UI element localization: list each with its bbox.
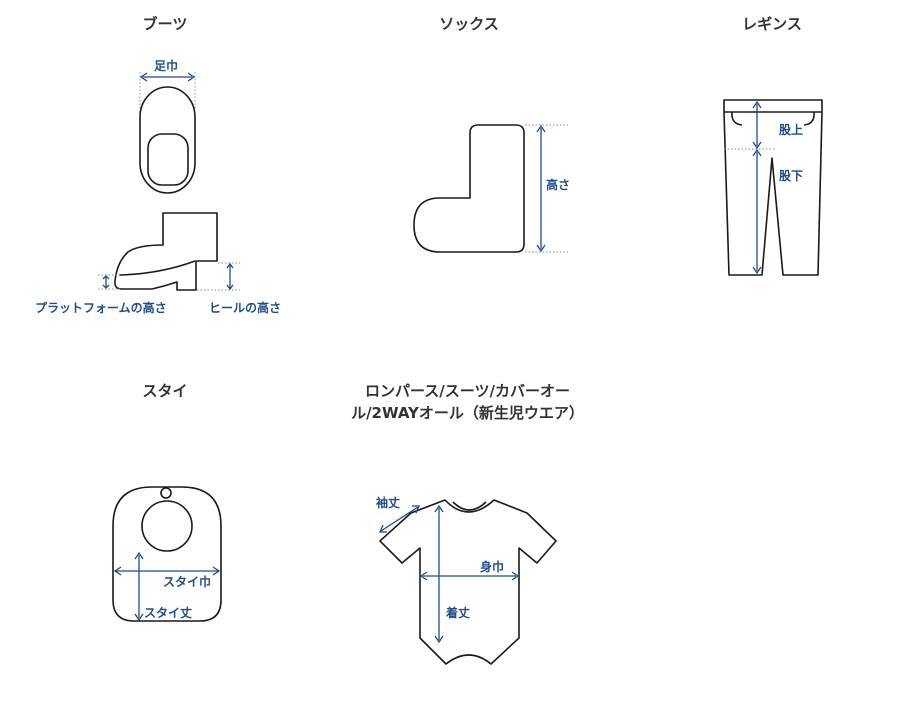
leggings-title: レギンス — [742, 15, 802, 33]
sock-height-label: 高さ — [546, 177, 570, 192]
bib-length-dimension — [134, 551, 144, 622]
romper-length-label: 着丈 — [445, 605, 470, 620]
boot-side-view — [114, 212, 218, 291]
rise-dimension — [724, 100, 775, 150]
sleeve-length-label: 袖丈 — [376, 495, 400, 510]
bib-snap — [160, 487, 172, 499]
chest-width-label: 身巾 — [480, 559, 504, 574]
boots-title: ブーツ — [142, 15, 188, 33]
romper-length-dimension — [434, 504, 444, 644]
bib-neck-hole — [141, 500, 193, 552]
platform-height-dimension — [98, 274, 120, 290]
bib-width-label: スタイ巾 — [163, 574, 211, 589]
inseam-label: 股下 — [779, 168, 803, 183]
sleeve-length-dimension — [379, 505, 420, 533]
inseam-dimension — [752, 148, 762, 275]
foot-width-dimension: 足巾 — [139, 58, 196, 110]
romper-outline — [379, 499, 557, 665]
foot-width-label: 足巾 — [154, 58, 178, 73]
heel-height-label: ヒールの高さ — [209, 300, 281, 315]
socks-title: ソックス — [439, 15, 499, 33]
leggings-outline — [723, 99, 823, 276]
heel-height-dimension — [197, 262, 240, 291]
chest-width-dimension — [419, 571, 520, 581]
romper-title: ロンパース/スーツ/カバーオール/2WAYオール（新生児ウエア） — [351, 382, 584, 422]
sock-outline — [413, 124, 525, 253]
bib-title: スタイ — [142, 382, 188, 400]
bib-length-label: スタイ丈 — [144, 606, 192, 620]
platform-height-label: プラットフォームの高さ — [35, 300, 167, 315]
sock-height-dimension — [525, 124, 568, 253]
bib-width-dimension — [113, 566, 221, 576]
rise-label: 股上 — [779, 122, 803, 137]
boot-top-view — [139, 86, 196, 194]
bib-outline — [112, 486, 222, 622]
